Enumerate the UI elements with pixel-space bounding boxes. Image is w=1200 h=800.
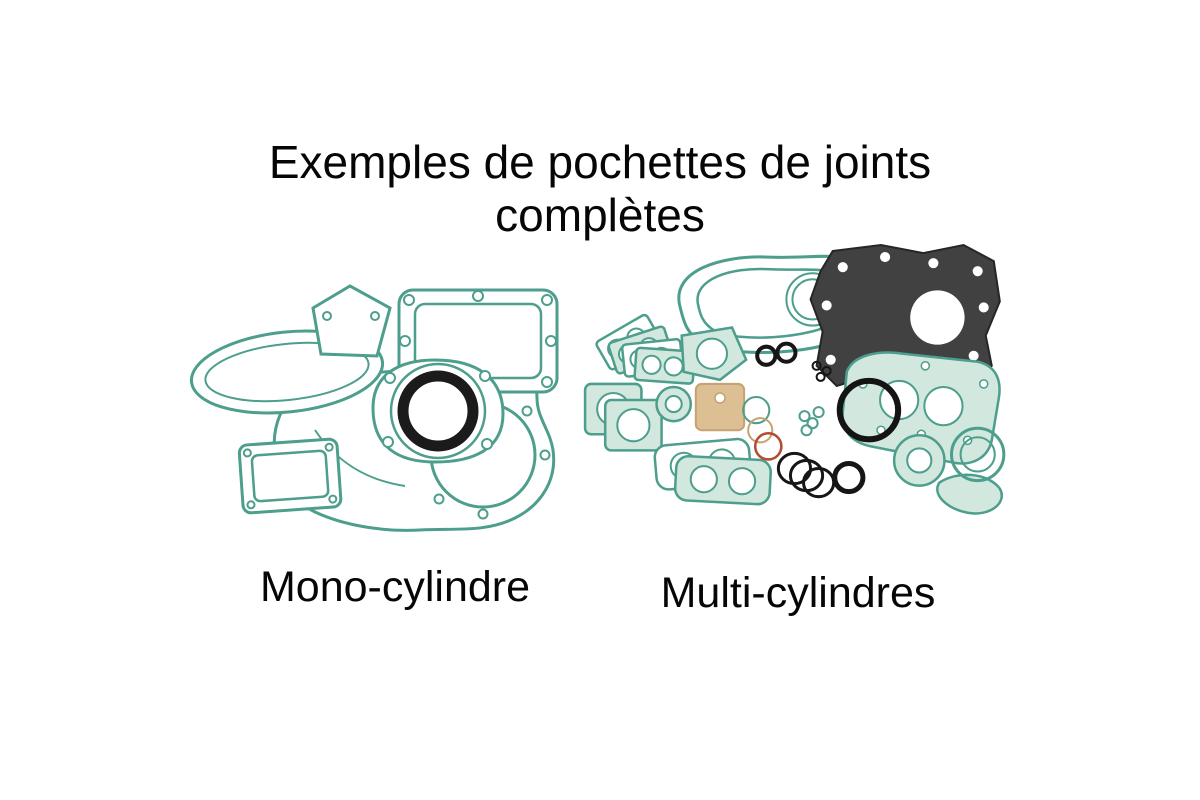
gasket-stack-drawing [595, 313, 696, 385]
thin-rings-drawing [742, 396, 825, 461]
title-line-1: Exemples de pochettes de joints [268, 136, 932, 188]
black-orings-drawing [755, 341, 832, 382]
caption-mono-cylindre: Mono-cylindre [259, 563, 531, 611]
caption-multi-cylindres: Multi-cylindres [660, 569, 936, 617]
mono-cylinder-gasket-image [189, 284, 559, 532]
pentagon-gasket-drawing [311, 284, 392, 358]
beige-gasket-drawing [694, 382, 746, 432]
round-cover-gaskets-drawing [892, 426, 1006, 515]
head-gasket-drawing [371, 358, 505, 464]
title-line-2: complètes [495, 189, 705, 242]
oring-cluster-drawing [776, 451, 866, 499]
frame-gasket-drawing [237, 437, 343, 515]
intake-gaskets-drawing [653, 437, 772, 506]
multi-cylinder-gasket-image [583, 243, 1006, 515]
page-title: Exemples de pochettes de joints complète… [0, 136, 1200, 243]
base-gaskets-drawing [583, 382, 693, 452]
small-head-gasket-drawing [680, 326, 748, 382]
